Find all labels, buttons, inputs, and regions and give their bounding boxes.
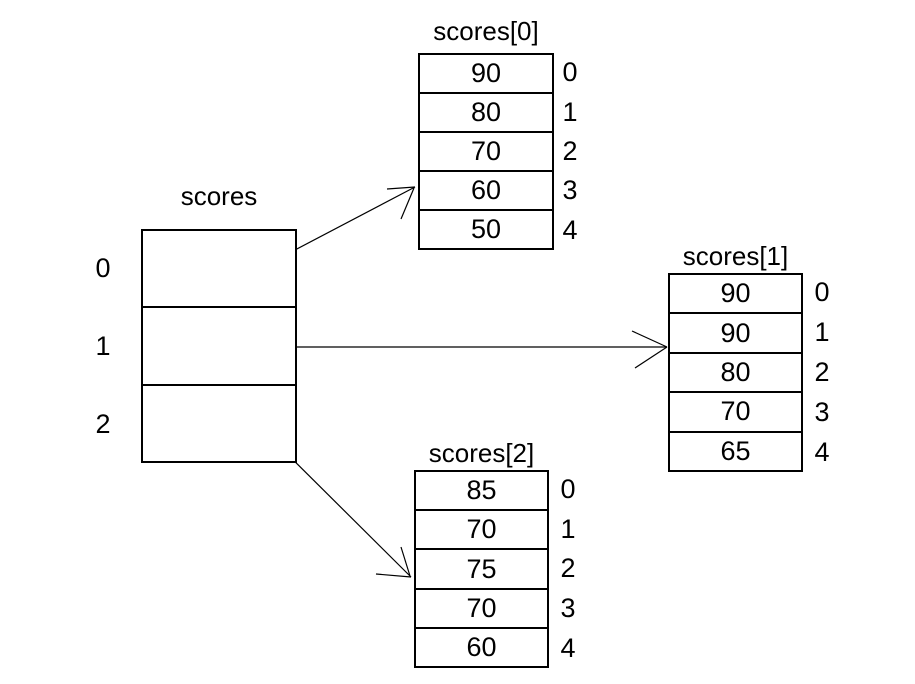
index-label: 2	[814, 356, 830, 387]
index-label: 3	[560, 593, 576, 624]
pointer-cell	[143, 306, 295, 383]
value-table-scores2: 85 70 75 70 60	[414, 470, 549, 668]
table-cell: 60	[416, 626, 547, 666]
index-label: 2	[560, 553, 576, 584]
index-column-scores0: 0 1 2 3 4	[554, 53, 586, 250]
index-label: 3	[814, 396, 830, 427]
table-title-scores1: scores[1]	[682, 241, 789, 271]
index-label: 1	[560, 513, 576, 544]
value-table-scores0: 90 80 70 60 50	[418, 53, 554, 250]
table-cell: 70	[416, 509, 547, 548]
index-label: 0	[814, 277, 830, 308]
index-label: 0	[562, 57, 578, 88]
table-cell: 85	[466, 475, 497, 506]
arrow-to-scores1	[251, 330, 668, 369]
table-cell: 80	[420, 92, 552, 131]
table-cell: 90	[720, 278, 751, 309]
index-label: 1	[562, 96, 578, 127]
table-cell: 75	[416, 548, 547, 587]
table-cell: 90	[670, 312, 801, 351]
index-label: 0	[560, 474, 576, 505]
table-cell: 65	[670, 430, 801, 470]
pointer-array-title: scores	[180, 181, 258, 211]
index-label: 4	[560, 632, 576, 663]
value-table-scores1: 90 90 80 70 65	[668, 273, 803, 472]
index-label: 3	[562, 175, 578, 206]
index-column-scores2: 0 1 2 3 4	[552, 470, 584, 668]
pointer-cell	[143, 231, 295, 306]
table-cell: 70	[420, 131, 552, 170]
index-label: 1	[814, 317, 830, 348]
pointer-array-box	[141, 229, 297, 463]
pointer-cell	[143, 383, 295, 461]
table-title-scores2: scores[2]	[428, 438, 535, 468]
index-label: 4	[814, 436, 830, 467]
table-cell: 80	[670, 351, 801, 391]
pointer-array-index-column: 0 1 2	[86, 229, 120, 463]
table-cell: 70	[670, 391, 801, 430]
table-title-scores0: scores[0]	[433, 16, 539, 46]
index-column-scores1: 0 1 2 3 4	[806, 273, 838, 472]
pointer-index-label: 0	[95, 252, 111, 283]
index-label: 2	[562, 136, 578, 167]
index-label: 4	[562, 214, 578, 245]
table-cell: 90	[470, 58, 502, 88]
pointer-index-label: 2	[95, 408, 111, 439]
table-cell: 70	[416, 587, 547, 627]
table-cell: 60	[420, 170, 552, 209]
pointer-index-label: 1	[95, 330, 111, 361]
table-cell: 50	[420, 209, 552, 248]
